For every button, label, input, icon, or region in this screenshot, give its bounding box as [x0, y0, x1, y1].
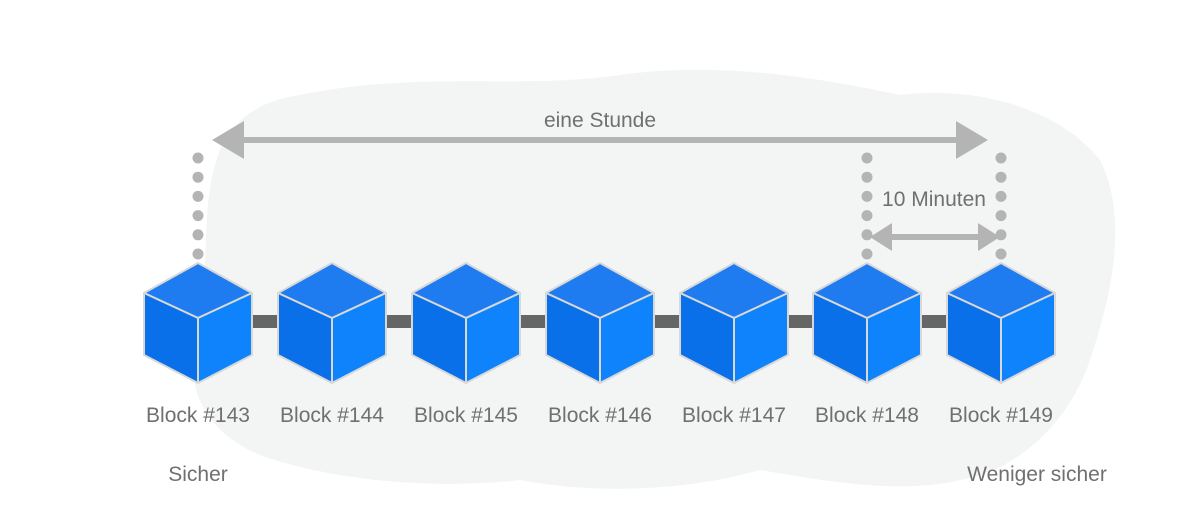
block-cube: [277, 262, 387, 384]
guide-dot: [861, 248, 873, 260]
less-secure-caption: Weniger sicher: [967, 463, 1107, 486]
block-cube: [679, 262, 789, 384]
guide-left: [192, 152, 204, 260]
guide-dot: [995, 171, 1007, 183]
background-blob: [192, 69, 1116, 489]
block-cubes: [143, 262, 1056, 384]
short-span-arrow: [870, 223, 1000, 251]
long-span-label: eine Stunde: [544, 109, 656, 132]
guide-dot: [192, 190, 204, 202]
guide-block-148: [861, 152, 873, 260]
block-label: Block #147: [682, 404, 786, 427]
guide-dot: [995, 190, 1007, 202]
guide-dot: [861, 171, 873, 183]
short-span-label: 10 Minuten: [882, 188, 986, 211]
cube-right-face: [465, 292, 521, 384]
guide-dot: [995, 248, 1007, 260]
block-label: Block #148: [815, 404, 919, 427]
long-span-arrow: [212, 121, 988, 159]
guide-dot: [861, 229, 873, 241]
guide-dot: [995, 152, 1007, 164]
cube-right-face: [733, 292, 789, 384]
guide-block-149: [995, 152, 1007, 260]
cube-right-face: [866, 292, 922, 384]
block-cube: [143, 262, 253, 384]
guide-dot: [192, 210, 204, 222]
block-label: Block #143: [146, 404, 250, 427]
block-cube: [946, 262, 1056, 384]
block-cube: [411, 262, 521, 384]
cube-right-face: [197, 292, 253, 384]
guide-dot: [192, 229, 204, 241]
secure-caption: Sicher: [168, 463, 228, 486]
block-label: Block #144: [280, 404, 384, 427]
block-label: Block #149: [949, 404, 1053, 427]
block-cube: [545, 262, 655, 384]
cube-right-face: [1000, 292, 1056, 384]
arrowhead-left-icon: [212, 121, 244, 159]
guide-dot: [995, 210, 1007, 222]
guide-dot: [861, 152, 873, 164]
guide-dot: [192, 248, 204, 260]
block-label: Block #146: [548, 404, 652, 427]
block-labels: Block #143 Block #144 Block #145 Block #146…: [146, 404, 1053, 427]
guide-dot: [861, 210, 873, 222]
arrowhead-right-small-icon: [978, 223, 1000, 251]
cube-right-face: [331, 292, 387, 384]
arrowhead-right-icon: [956, 121, 988, 159]
arrowhead-left-small-icon: [870, 223, 892, 251]
dotted-guides: [192, 152, 1007, 260]
guide-dot: [192, 171, 204, 183]
guide-dot: [861, 190, 873, 202]
cube-right-face: [599, 292, 655, 384]
block-label: Block #145: [414, 404, 518, 427]
guide-dot: [192, 152, 204, 164]
block-cube: [812, 262, 922, 384]
